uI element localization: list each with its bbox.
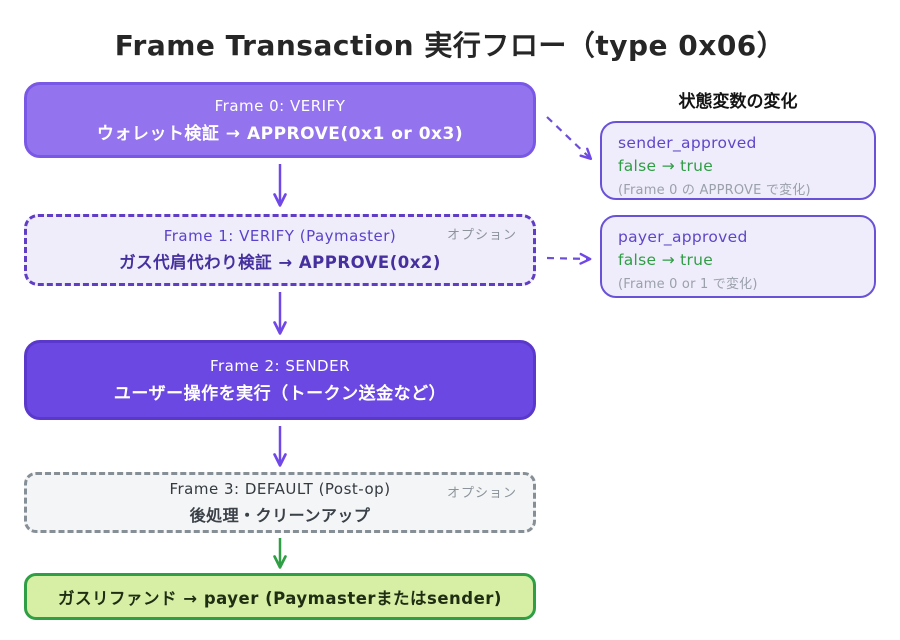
frame0-description: ウォレット検証 → APPROVE(0x1 or 0x3) — [96, 123, 464, 144]
frame0-label: Frame 0: VERIFY — [214, 96, 346, 115]
frame3-description: 後処理・クリーンアップ — [189, 505, 371, 525]
frame2-description: ユーザー操作を実行（トークン送金など） — [113, 383, 447, 404]
payer-approved-note: (Frame 0 or 1 で変化) — [618, 277, 758, 292]
flow-box-frame1: オプション Frame 1: VERIFY (Paymaster) ガス代肩代わ… — [24, 214, 536, 286]
sender-approved-note: (Frame 0 の APPROVE で変化) — [618, 183, 811, 198]
state-card-payer-approved: payer_approved false → true (Frame 0 or … — [600, 215, 876, 298]
dashed-arrow-frame0-to-sender-card — [546, 116, 593, 161]
frame1-label: Frame 1: VERIFY (Paymaster) — [163, 227, 397, 245]
dashed-arrow-frame1-to-payer-card — [546, 252, 592, 265]
diagram-title: Frame Transaction 実行フロー（type 0x06） — [114, 29, 786, 62]
payer-approved-variable: payer_approved — [618, 228, 748, 246]
frame1-description: ガス代肩代わり検証 → APPROVE(0x2) — [119, 253, 441, 272]
gas-refund-label: ガスリファンド → payer (Paymasterまたはsender) — [58, 588, 502, 608]
payer-approved-change: false → true — [618, 251, 714, 269]
state-panel-heading: 状態変数の変化 — [678, 92, 798, 112]
flow-box-frame3: オプション Frame 3: DEFAULT (Post-op) 後処理・クリー… — [24, 472, 536, 533]
flow-box-frame0: Frame 0: VERIFY ウォレット検証 → APPROVE(0x1 or… — [24, 82, 536, 158]
sender-approved-change: false → true — [618, 157, 714, 175]
sender-approved-variable: sender_approved — [618, 134, 757, 152]
state-card-sender-approved: sender_approved false → true (Frame 0 の … — [600, 121, 876, 200]
frame3-label: Frame 3: DEFAULT (Post-op) — [169, 479, 391, 498]
optional-badge-frame1: オプション — [446, 228, 517, 243]
optional-badge-frame3: オプション — [446, 486, 517, 501]
flow-box-frame2: Frame 2: SENDER ユーザー操作を実行（トークン送金など） — [24, 340, 536, 420]
flow-box-gas-refund: ガスリファンド → payer (Paymasterまたはsender) — [24, 573, 536, 620]
frame2-label: Frame 2: SENDER — [209, 356, 351, 375]
